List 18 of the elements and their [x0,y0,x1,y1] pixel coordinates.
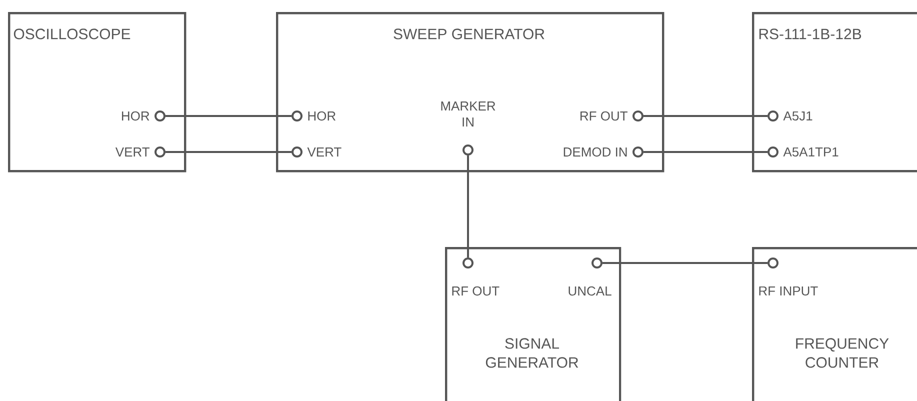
port-label: MARKER IN [441,102,496,126]
cable-line [166,115,292,117]
cable-line [602,262,768,264]
port-label: RF OUT [580,111,628,121]
port-label: UNCAL [568,286,612,296]
port-label: A5J1 [783,111,812,121]
port-label: RF INPUT [759,286,818,296]
port-label: A5A1TP1 [783,147,838,157]
port-label: VERT [115,148,150,156]
cable-line [467,156,469,258]
port-label: HOR [122,111,150,121]
port-label: RF OUT [452,286,500,296]
cable-line [644,115,768,117]
cable-line [166,151,292,153]
port-label: VERT [307,148,342,156]
cable-line [644,151,768,153]
port-label: DEMOD IN [564,147,627,157]
port-label: HOR [308,111,336,121]
